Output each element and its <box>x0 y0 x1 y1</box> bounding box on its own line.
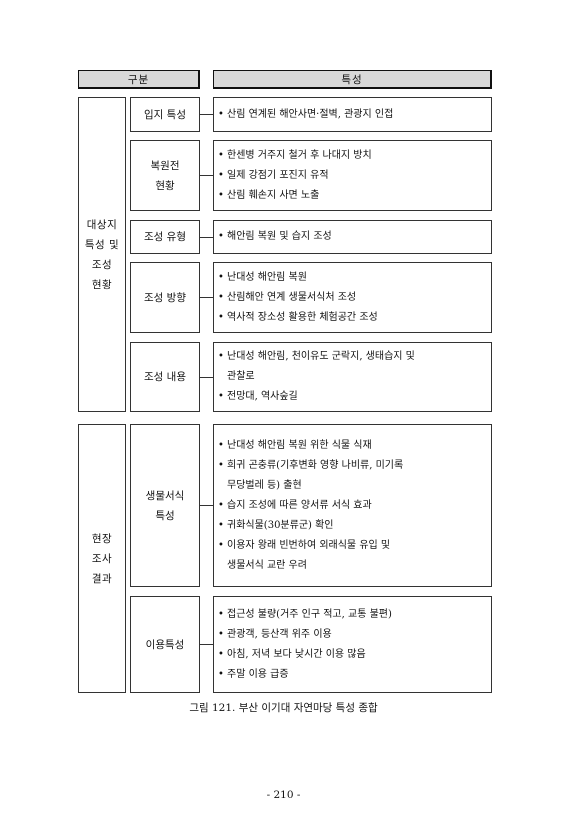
row-usage-content: •접근성 불량(거주 인구 적고, 교통 불편) •관광객, 등산객 위주 이용… <box>213 596 492 693</box>
list-item-text: 희귀 곤충류(기후변화 영향 나비류, 미기록 무당벌레 등) 출현 <box>227 459 404 491</box>
list-item: •난대성 해안림 복원 <box>218 268 485 288</box>
list-item: •난대성 해안림 복원 위한 식물 식재 <box>218 436 485 456</box>
list-item: •한센병 거주지 철거 후 나대지 방치 <box>218 146 485 166</box>
list-item: •귀화식물(30분류군) 확인 <box>218 516 485 536</box>
list-item-text: 산림해안 연계 생물서식처 조성 <box>227 291 357 303</box>
list-item-text: 난대성 해안림 복원 위한 식물 식재 <box>227 439 372 451</box>
page-number: - 210 - <box>266 789 301 801</box>
list-item: •이용자 왕래 빈번하여 외래식물 유입 및 생물서식 교란 우려 <box>218 536 485 576</box>
row-pre-restoration: 복원전 현황 <box>130 140 200 211</box>
section-site-status: 대상지 특성 및 조성 현황 <box>78 97 126 412</box>
list-item: •습지 조성에 따른 양서류 서식 효과 <box>218 496 485 516</box>
header-category: 구분 <box>78 70 200 89</box>
list-item-text: 한센병 거주지 철거 후 나대지 방치 <box>227 149 372 161</box>
list-item-text: 습지 조성에 따른 양서류 서식 효과 <box>227 499 372 511</box>
list-item: •산림 훼손지 사면 노출 <box>218 186 485 206</box>
list-item: •산림 연계된 해안사면·절벽, 관광지 인접 <box>218 105 485 125</box>
list-item: •주말 이용 급증 <box>218 665 485 685</box>
list-item-text: 해안림 복원 및 습지 조성 <box>227 231 332 242</box>
list-item: •난대성 해안림, 천이유도 군락지, 생태습지 및 관찰로 <box>218 347 485 387</box>
list-item-text: 역사적 장소성 활용한 체험공간 조성 <box>227 311 378 323</box>
header-characteristics: 특성 <box>213 70 492 89</box>
row-pre-restoration-content: •한센병 거주지 철거 후 나대지 방치 •일제 강점기 포진지 유적 •산림 … <box>213 140 492 211</box>
connector <box>200 114 213 115</box>
list-item: •희귀 곤충류(기후변화 영향 나비류, 미기록 무당벌레 등) 출현 <box>218 456 485 496</box>
list-item-text: 난대성 해안림, 천이유도 군락지, 생태습지 및 관찰로 <box>227 351 415 382</box>
list-item-text: 난대성 해안림 복원 <box>227 271 307 283</box>
row-creation-content-content: •난대성 해안림, 천이유도 군락지, 생태습지 및 관찰로 •전망대, 역사숲… <box>213 342 492 412</box>
list-item-text: 전망대, 역사숲길 <box>227 391 298 402</box>
list-item: •접근성 불량(거주 인구 적고, 교통 불편) <box>218 605 485 625</box>
row-habitat-label: 생물서식 특성 <box>145 489 185 522</box>
section-field-survey-label: 현장 조사 결과 <box>91 532 113 585</box>
connector <box>200 644 213 645</box>
list-item-text: 귀화식물(30분류군) 확인 <box>227 519 334 531</box>
list-item-text: 산림 연계된 해안사면·절벽, 관광지 인접 <box>227 108 394 120</box>
row-creation-type: 조성 유형 <box>130 220 200 254</box>
list-item: •일제 강점기 포진지 유적 <box>218 166 485 186</box>
list-item-text: 일제 강점기 포진지 유적 <box>227 169 329 181</box>
list-item: •해안림 복원 및 습지 조성 <box>218 227 485 247</box>
row-pre-restoration-label: 복원전 현황 <box>150 159 180 192</box>
row-habitat-content: •난대성 해안림 복원 위한 식물 식재 •희귀 곤충류(기후변화 영향 나비류… <box>213 424 492 587</box>
list-item-text: 관광객, 등산객 위주 이용 <box>227 628 332 640</box>
connector <box>200 237 213 238</box>
list-item: •아침, 저녁 보다 낮시간 이용 많음 <box>218 645 485 665</box>
figure-caption: 그림 121. 부산 이기대 자연마당 특성 종합 <box>189 702 378 714</box>
row-creation-content-label: 조성 내용 <box>144 371 186 383</box>
connector <box>200 297 213 298</box>
row-location-label: 입지 특성 <box>144 108 186 121</box>
row-location-content: •산림 연계된 해안사면·절벽, 관광지 인접 <box>213 97 492 132</box>
list-item-text: 주말 이용 급증 <box>227 668 289 680</box>
list-item: •역사적 장소성 활용한 체험공간 조성 <box>218 308 485 328</box>
list-item-text: 이용자 왕래 빈번하여 외래식물 유입 및 생물서식 교란 우려 <box>227 539 391 571</box>
row-creation-type-content: •해안림 복원 및 습지 조성 <box>213 220 492 254</box>
list-item-text: 아침, 저녁 보다 낮시간 이용 많음 <box>227 648 366 660</box>
list-item: •전망대, 역사숲길 <box>218 387 485 407</box>
row-usage-label: 이용특성 <box>145 638 185 651</box>
list-item: •산림해안 연계 생물서식처 조성 <box>218 288 485 308</box>
row-usage: 이용특성 <box>130 596 200 693</box>
row-habitat: 생물서식 특성 <box>130 424 200 587</box>
connector <box>200 377 213 378</box>
connector <box>200 175 213 176</box>
section-field-survey: 현장 조사 결과 <box>78 424 126 693</box>
header-characteristics-label: 특성 <box>341 73 363 86</box>
header-category-label: 구분 <box>127 73 150 86</box>
row-creation-type-label: 조성 유형 <box>144 231 186 243</box>
section-site-status-label: 대상지 특성 및 조성 현황 <box>84 218 120 291</box>
row-creation-direction: 조성 방향 <box>130 262 200 333</box>
list-item-text: 산림 훼손지 사면 노출 <box>227 189 320 201</box>
row-creation-direction-label: 조성 방향 <box>144 291 186 304</box>
row-location: 입지 특성 <box>130 97 200 132</box>
list-item-text: 접근성 불량(거주 인구 적고, 교통 불편) <box>227 608 392 620</box>
connector <box>200 505 213 506</box>
row-creation-content: 조성 내용 <box>130 342 200 412</box>
row-creation-direction-content: •난대성 해안림 복원 •산림해안 연계 생물서식처 조성 •역사적 장소성 활… <box>213 262 492 333</box>
list-item: •관광객, 등산객 위주 이용 <box>218 625 485 645</box>
